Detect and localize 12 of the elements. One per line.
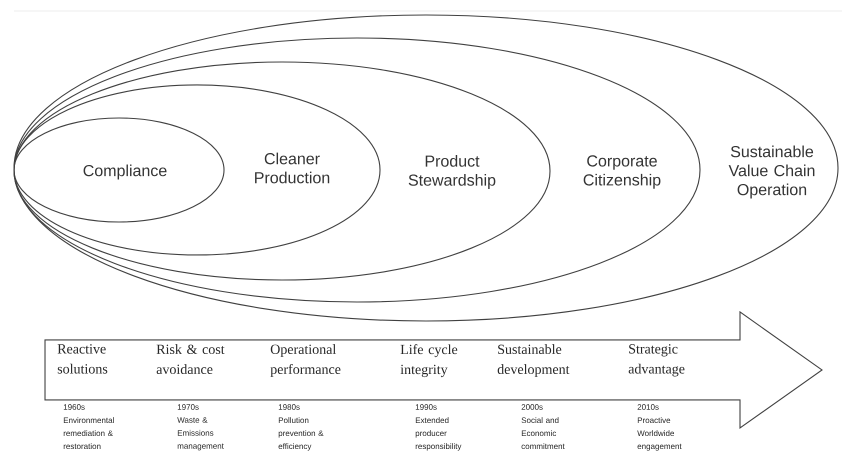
description-text: Waste & Emissions management (177, 417, 224, 450)
description-text: Proactive Worldwide engagement (637, 417, 682, 451)
decade-label: 1990s (416, 404, 437, 410)
decade-label: 1970s (178, 404, 199, 410)
description-text: Environmental remediation & restoration (64, 417, 114, 450)
description-text: Extended producer responsibility (416, 417, 462, 451)
description-text: Pollution prevention & efficiency (278, 417, 324, 451)
description-text: Social and Economic commitment (522, 417, 565, 450)
decade-label: 2010s (638, 404, 659, 410)
decade-label: 1960s (64, 404, 85, 410)
decade-label: 2000s (522, 404, 543, 410)
decade-label: 1980s (278, 404, 300, 410)
